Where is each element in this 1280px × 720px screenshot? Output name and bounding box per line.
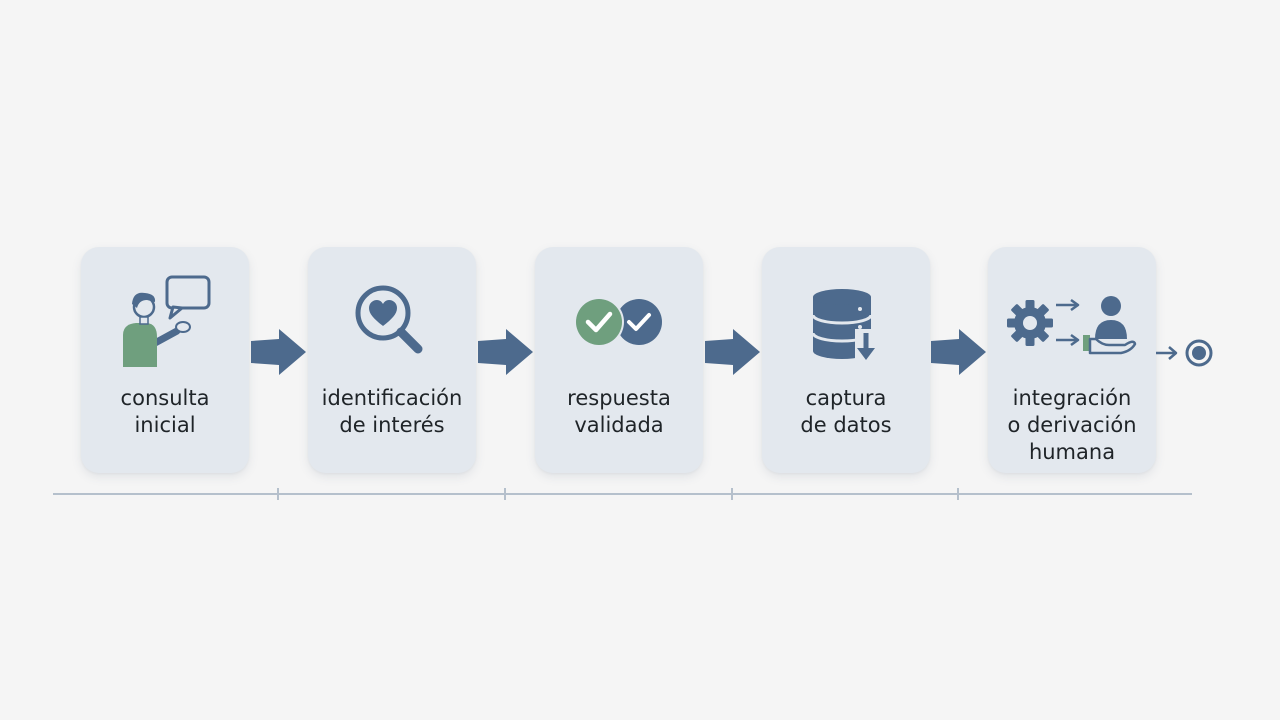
end-marker-icon	[1156, 339, 1213, 367]
step-card-integracion-o-derivacion-humana: integración o derivación humana	[988, 247, 1156, 473]
flow-arrow-icon	[705, 329, 760, 375]
double-check-icon	[574, 297, 662, 347]
step-label: captura de datos	[800, 386, 892, 437]
flow-arrow-icon	[478, 329, 533, 375]
flow-arrow-icon	[251, 329, 306, 375]
step-card-respuesta-validada: respuesta validada	[535, 247, 703, 473]
step-card-identificacion-de-interes: identificación de interés	[308, 247, 476, 473]
step-card-consulta-inicial: consulta inicial	[81, 247, 249, 473]
person-speech-bubble-icon	[123, 275, 211, 367]
step-card-captura-de-datos: captura de datos	[762, 247, 930, 473]
magnifier-heart-icon	[355, 285, 423, 354]
step-label: respuesta validada	[567, 386, 671, 437]
timeline	[53, 488, 1192, 500]
step-label: integración o derivación humana	[1007, 386, 1137, 464]
database-download-icon	[811, 289, 877, 361]
step-label: identificación de interés	[321, 386, 463, 437]
gear-handoff-person-icon	[1007, 296, 1137, 355]
step-label: consulta inicial	[120, 386, 210, 437]
flow-arrow-icon	[931, 329, 986, 375]
